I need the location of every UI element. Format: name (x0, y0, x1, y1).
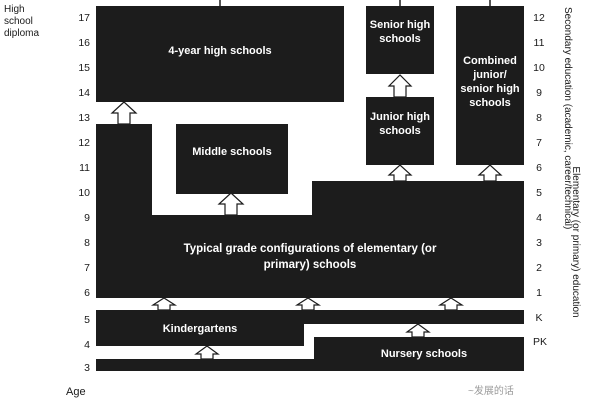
watermark: ~发展的话 (468, 386, 514, 397)
grade-tick: 4 (536, 212, 542, 224)
diploma-line-1: High (4, 4, 25, 15)
elementary-block-left (96, 124, 152, 298)
diploma-line-3: diploma (4, 28, 40, 39)
age-tick: 13 (78, 112, 90, 124)
senior-high-schools-label: Senior high schools (369, 19, 431, 45)
age-tick: 14 (78, 87, 90, 99)
grade-tick: 7 (536, 137, 542, 149)
grade-tick: 8 (536, 112, 542, 124)
arrow-up-icon (477, 164, 503, 182)
age-tick: 12 (78, 137, 90, 149)
arrow-up-icon (150, 297, 178, 311)
age-tick: 11 (79, 162, 90, 174)
diploma-label: High school diploma (4, 4, 39, 40)
grade-tick: 1 (536, 287, 542, 299)
nursery-block-right (314, 337, 524, 371)
middle-schools-label: Middle schools (192, 146, 272, 158)
arrow-up-icon (294, 297, 322, 311)
grade-tick: K (535, 312, 543, 324)
age-tick: 9 (84, 212, 90, 224)
kindergartens-block-top (96, 310, 524, 324)
grade-tick: 6 (536, 162, 542, 174)
age-tick: 5 (84, 314, 90, 326)
arrow-up-icon (387, 164, 413, 182)
arrow-up-icon (405, 323, 431, 338)
age-tick: 16 (78, 37, 90, 49)
grade-tick: 2 (536, 262, 542, 274)
grade-tick: 3 (536, 237, 542, 249)
senior-high-schools-block (366, 6, 434, 74)
arrow-up-icon (387, 74, 413, 98)
four-year-high-schools-block (96, 6, 344, 102)
age-tick: 8 (84, 237, 90, 249)
age-label: Age (66, 386, 86, 398)
grade-tick: 10 (533, 62, 545, 74)
age-tick: 3 (84, 362, 90, 374)
junior-high-schools-block (366, 97, 434, 165)
age-tick: 6 (84, 287, 90, 299)
elementary-schools-label: Typical grade configurations of elementa… (183, 243, 437, 271)
arrow-up-icon (194, 345, 220, 360)
nursery-schools-label: Nursery schools (380, 348, 468, 360)
diploma-line-2: school (4, 16, 33, 27)
elementary-block-main (152, 215, 524, 298)
combined-high-schools-label: Combined junior/ senior high schools (460, 55, 520, 109)
elementary-block-upper (312, 181, 524, 215)
age-tick: 10 (78, 187, 90, 199)
arrow-up-icon (217, 192, 245, 216)
grade-tick: 9 (536, 87, 542, 99)
nursery-block-left (96, 359, 314, 371)
junior-high-schools-label: Junior high schools (370, 111, 430, 137)
age-tick: 17 (78, 12, 90, 24)
kindergartens-block-bottom (96, 324, 304, 346)
arrow-up-icon (437, 297, 465, 311)
arrow-up-icon (110, 101, 138, 125)
grade-tick: 5 (536, 187, 542, 199)
grade-tick: PK (532, 336, 547, 348)
kindergartens-label: Kindergartens (162, 323, 238, 335)
middle-schools-block (176, 124, 288, 194)
four-year-high-schools-label: 4-year high schools (168, 45, 272, 57)
grade-tick: 11 (533, 37, 545, 49)
combined-high-schools-block (456, 6, 524, 165)
age-tick: 15 (78, 62, 90, 74)
grade-tick: 12 (533, 12, 545, 24)
age-tick: 4 (84, 339, 90, 351)
age-tick: 7 (84, 262, 90, 274)
